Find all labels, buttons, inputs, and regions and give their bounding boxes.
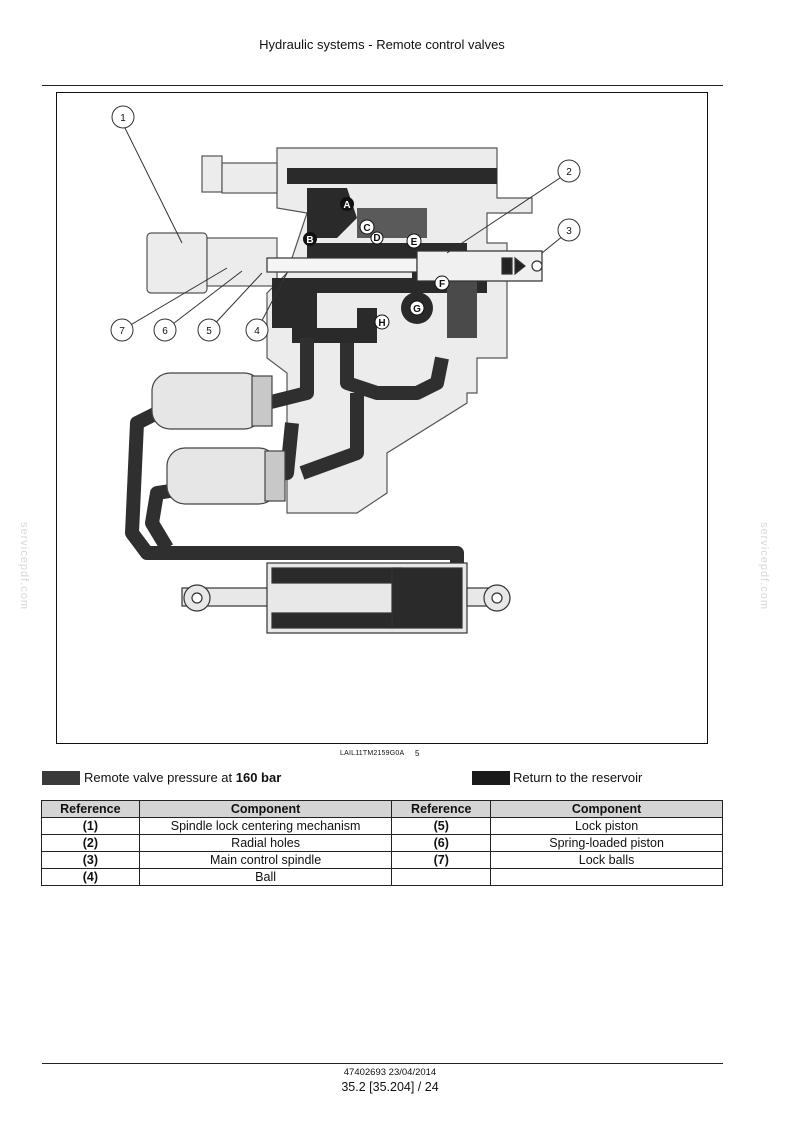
watermark-right: servicepdf.com <box>757 522 770 610</box>
table-cell: Radial holes <box>138 834 393 852</box>
table-row: (1) Spindle lock centering mechanism (5)… <box>41 817 723 835</box>
table-header-component-2: Component <box>490 800 723 818</box>
callout-2: 2 <box>566 167 572 178</box>
watermark-left: servicepdf.com <box>17 522 30 610</box>
footer-rule <box>42 1063 723 1064</box>
legend-return-label: Return to the reservoir <box>513 770 643 785</box>
page-header-title: Hydraulic systems - Remote control valve… <box>259 37 505 52</box>
table-cell <box>490 868 723 886</box>
legend-pressure-text: Remote valve pressure at <box>84 770 236 785</box>
legend-pressure-label: Remote valve pressure at 160 bar <box>84 770 281 785</box>
table-row: (4) Ball <box>41 868 723 886</box>
port-label-C: C <box>363 223 370 234</box>
legend-swatch-pressure <box>42 771 80 785</box>
callout-1: 1 <box>120 113 126 124</box>
table-cell: (4) <box>41 868 140 886</box>
callout-3: 3 <box>566 226 572 237</box>
footer-page-number: 35.2 [35.204] / 24 <box>341 1080 439 1094</box>
port-label-G: G <box>413 304 421 315</box>
legend-swatch-return <box>472 771 510 785</box>
hydraulic-diagram-figure: A B C D E F G H 1 2 3 4 5 <box>56 92 708 744</box>
table-cell: Lock balls <box>490 851 723 869</box>
table-cell: Main control spindle <box>138 851 393 869</box>
table-cell: (5) <box>391 817 492 835</box>
figure-number: 5 <box>415 749 420 758</box>
callout-4: 4 <box>254 326 260 337</box>
table-cell: Ball <box>138 868 393 886</box>
port-label-A: A <box>343 200 350 211</box>
header-rule <box>42 85 723 86</box>
reference-table: Reference Component Reference Component … <box>41 800 723 886</box>
table-header-reference: Reference <box>41 800 140 818</box>
table-cell: (7) <box>391 851 492 869</box>
port-label-H: H <box>378 318 385 329</box>
port-label-E: E <box>411 237 418 248</box>
table-cell: Spindle lock centering mechanism <box>138 817 393 835</box>
callout-6: 6 <box>162 326 168 337</box>
table-header-row: Reference Component Reference Component <box>41 800 723 818</box>
table-cell: Lock piston <box>490 817 723 835</box>
callout-5: 5 <box>206 326 212 337</box>
legend-pressure-value: 160 bar <box>235 770 282 785</box>
callout-7: 7 <box>119 326 125 337</box>
table-header-component: Component <box>138 800 393 818</box>
valve-cross-section-diagram: A B C D E F G H 1 2 3 4 5 <box>110 105 581 634</box>
table-cell <box>391 868 492 886</box>
table-row: (2) Radial holes (6) Spring-loaded pisto… <box>41 834 723 852</box>
table-row: (3) Main control spindle (7) Lock balls <box>41 851 723 869</box>
table-cell: (6) <box>391 834 492 852</box>
table-cell: Spring-loaded piston <box>490 834 723 852</box>
table-cell: (3) <box>41 851 140 869</box>
figure-code: LAIL11TM2159G0A <box>340 750 405 757</box>
footer-document-id: 47402693 23/04/2014 <box>343 1067 437 1078</box>
port-label-B: B <box>306 235 313 246</box>
port-label-F: F <box>439 279 445 290</box>
table-cell: (2) <box>41 834 140 852</box>
port-label-D: D <box>373 233 380 244</box>
table-cell: (1) <box>41 817 140 835</box>
table-header-reference-2: Reference <box>391 800 492 818</box>
